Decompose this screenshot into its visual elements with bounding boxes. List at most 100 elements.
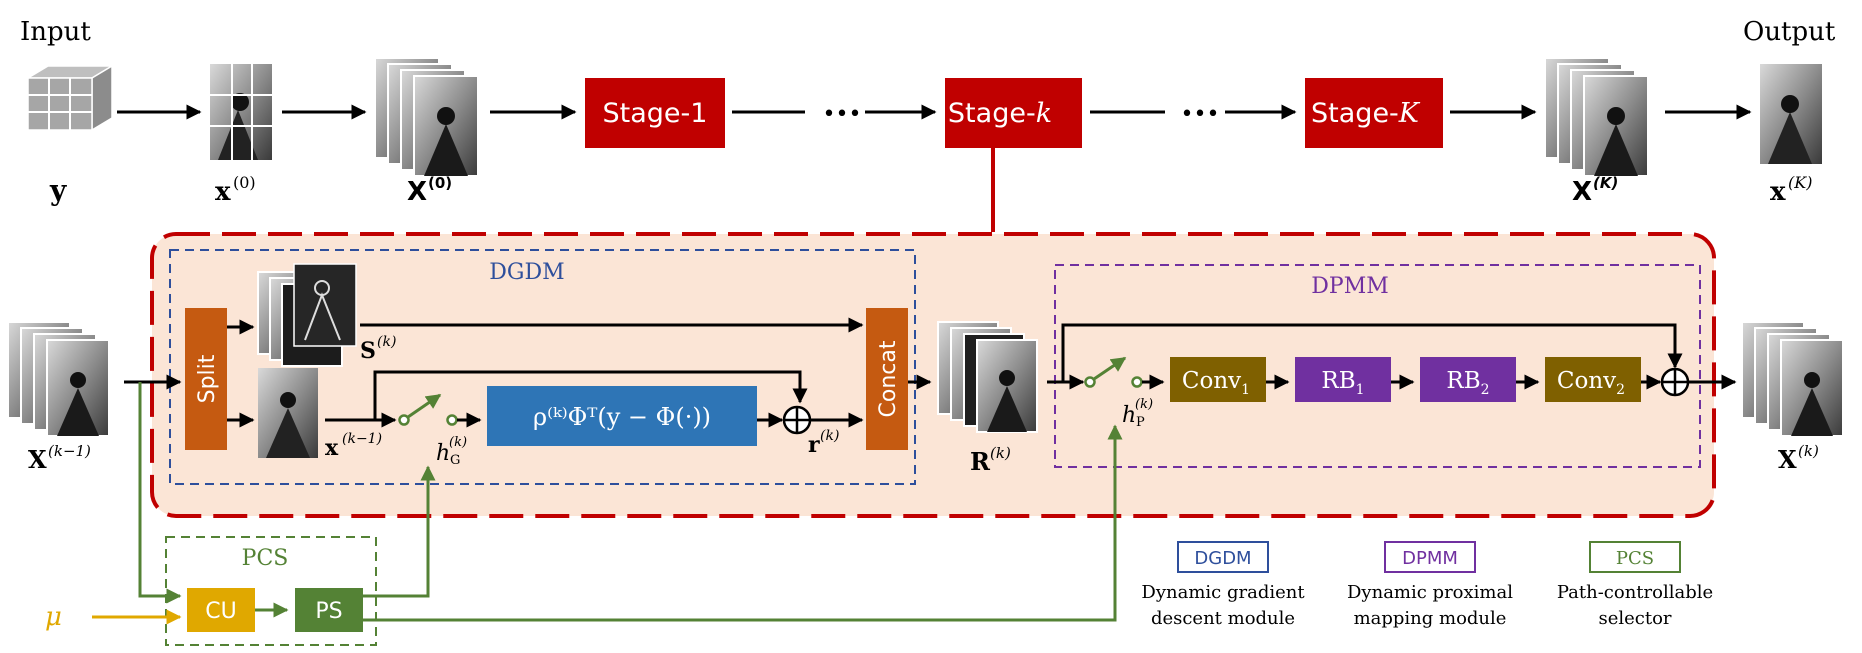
svg-text:(k): (k) [449, 435, 467, 450]
residual-add-icon [782, 405, 812, 435]
svg-text:PCS: PCS [1616, 548, 1654, 569]
stage-k-block[interactable]: Stage-k [945, 78, 1082, 148]
dgdm-module-box [169, 249, 916, 485]
svg-text:Stage-k: Stage-k [948, 98, 1052, 129]
svg-text:x: x [325, 435, 339, 461]
svg-text:R: R [970, 447, 991, 476]
Xk-label: X (k) [1778, 442, 1819, 474]
xK-label: x (K) [1770, 173, 1812, 207]
feature-stack-XK [1544, 57, 1649, 177]
input-stack-Xk-1 [7, 321, 110, 437]
svg-text:(K): (K) [1593, 174, 1618, 192]
S-label: S (k) [360, 334, 396, 364]
svg-text:Stage-K: Stage-K [1311, 98, 1421, 129]
y-label: y [49, 174, 67, 207]
svg-text:Conv2: Conv2 [1557, 368, 1625, 398]
legend-dgdm: DGDM Dynamic gradient descent module [1141, 541, 1305, 629]
hP-label: h (k) P [1122, 397, 1153, 430]
svg-text:ρ⁽ᵏ⁾Φᵀ(y − Φ(·)): ρ⁽ᵏ⁾Φᵀ(y − Φ(·)) [533, 403, 711, 431]
hP-switch[interactable] [1084, 356, 1143, 388]
pcs-module-box [165, 536, 377, 646]
conv1-block[interactable]: Conv1 [1170, 357, 1266, 402]
ps-block[interactable]: PS [295, 588, 363, 632]
Xk-1-label: X (k−1) [28, 442, 91, 474]
svg-text:X: X [1778, 445, 1797, 474]
output-stack-Xk [1741, 321, 1844, 437]
svg-text:S: S [360, 338, 376, 364]
svg-text:G: G [450, 453, 460, 468]
X0-label: X (0) [407, 174, 452, 207]
XK-label: X (K) [1572, 174, 1618, 207]
stage-K-block[interactable]: Stage-K [1305, 78, 1443, 148]
svg-text:PS: PS [315, 599, 342, 624]
r-label: r (k) [808, 428, 839, 458]
hG-switch[interactable] [398, 393, 458, 426]
svg-text:(0): (0) [428, 174, 452, 192]
svg-text:(k): (k) [820, 428, 839, 444]
svg-text:mapping module: mapping module [1354, 608, 1507, 629]
split-block[interactable]: Split [185, 308, 227, 450]
x-prev-image [258, 368, 318, 458]
dgdm-title: DGDM [489, 260, 564, 285]
initial-estimate-image [210, 64, 272, 160]
svg-text:X: X [1572, 177, 1592, 207]
svg-text:RB1: RB1 [1321, 368, 1364, 398]
svg-text:DPMM: DPMM [1402, 548, 1458, 569]
svg-text:DGDM: DGDM [1194, 548, 1251, 569]
svg-text:x: x [1770, 177, 1786, 207]
svg-text:Path-controllable: Path-controllable [1557, 582, 1713, 603]
svg-text:(k): (k) [1798, 442, 1819, 460]
hG-label: h (k) G [436, 435, 467, 468]
svg-text:Concat: Concat [876, 340, 901, 417]
rb2-block[interactable]: RB2 [1420, 357, 1516, 402]
svg-text:(0): (0) [233, 173, 256, 192]
svg-text:selector: selector [1598, 608, 1671, 629]
dpmm-module-box [1054, 264, 1701, 468]
svg-text:(k−1): (k−1) [48, 442, 91, 460]
svg-text:Dynamic gradient: Dynamic gradient [1141, 582, 1305, 603]
svg-text:P: P [1136, 415, 1145, 430]
svg-text:X: X [28, 445, 47, 474]
R-label: R (k) [970, 444, 1011, 476]
dpmm-title: DPMM [1311, 274, 1389, 299]
svg-text:(k): (k) [1135, 397, 1153, 412]
svg-text:(k): (k) [377, 334, 396, 350]
svg-text:RB2: RB2 [1446, 368, 1489, 398]
svg-text:Split: Split [195, 354, 220, 403]
output-label: Output [1743, 17, 1836, 47]
gradient-step-block[interactable]: ρ⁽ᵏ⁾Φᵀ(y − Φ(·)) [487, 386, 757, 446]
ellipsis-2: ••• [1181, 102, 1220, 127]
output-image [1760, 64, 1822, 164]
x-prev-label: x (k−1) [325, 431, 382, 461]
legend-dpmm: DPMM Dynamic proximal mapping module [1347, 541, 1513, 629]
R-stack [937, 321, 1038, 433]
S-stack [257, 263, 357, 367]
svg-text:h: h [436, 441, 450, 466]
feature-stack-x0 [374, 57, 479, 177]
svg-text:(K): (K) [1788, 173, 1812, 192]
svg-text:Dynamic proximal: Dynamic proximal [1347, 582, 1513, 603]
svg-text:x: x [215, 177, 231, 207]
legend-pcs: PCS Path-controllable selector [1557, 541, 1713, 629]
pcs-title: PCS [242, 546, 289, 571]
stage-1-block[interactable]: Stage-1 [585, 78, 725, 148]
svg-text:(k−1): (k−1) [342, 431, 382, 447]
measurement-cube-icon [25, 64, 115, 132]
svg-text:Conv1: Conv1 [1182, 368, 1250, 398]
svg-text:descent module: descent module [1151, 608, 1295, 629]
concat-block[interactable]: Concat [866, 308, 908, 450]
svg-text:h: h [1122, 403, 1136, 428]
svg-text:X: X [407, 177, 427, 207]
cu-block[interactable]: CU [187, 588, 255, 632]
output-add-icon [1660, 367, 1690, 397]
svg-text:(k): (k) [990, 444, 1011, 462]
svg-text:Stage-1: Stage-1 [603, 98, 708, 129]
x0-label: x (0) [215, 173, 256, 207]
conv2-block[interactable]: Conv2 [1545, 357, 1641, 402]
svg-text:r: r [808, 432, 820, 458]
ellipsis-1: ••• [823, 102, 862, 127]
mu-label: μ [45, 602, 62, 632]
input-label: Input [20, 17, 91, 47]
rb1-block[interactable]: RB1 [1295, 357, 1391, 402]
